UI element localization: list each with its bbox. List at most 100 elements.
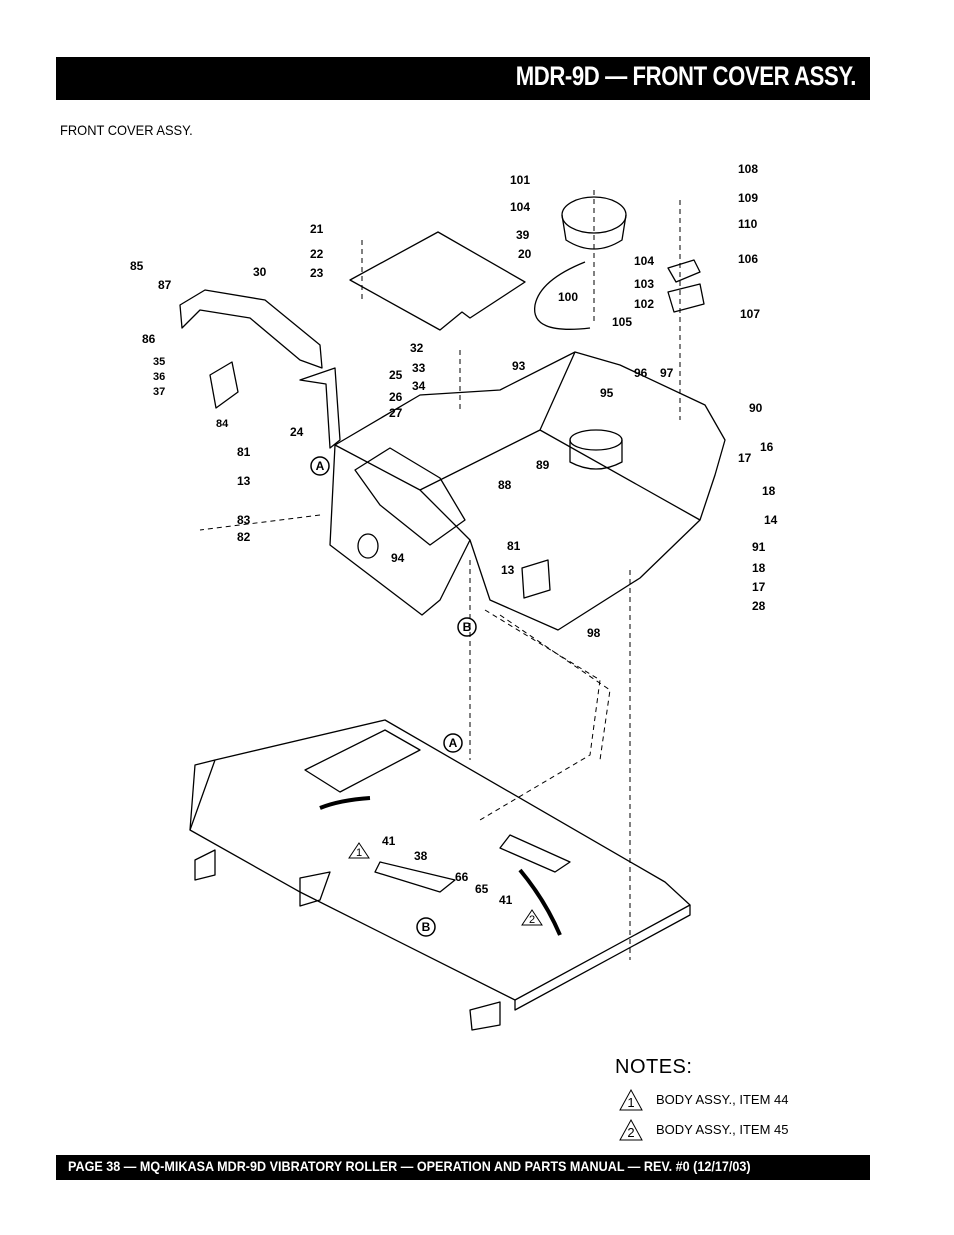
callout-label: 18 xyxy=(752,561,766,575)
callout-label: 24 xyxy=(290,425,304,439)
stay xyxy=(299,367,341,449)
filler-neck-top xyxy=(569,429,623,451)
callout-label: 18 xyxy=(762,484,776,498)
notes-title: NOTES: xyxy=(615,1056,693,1078)
callout-label: 101 xyxy=(510,173,530,187)
wire xyxy=(534,261,591,330)
ref-marker-a-bottom: A xyxy=(443,733,463,753)
callout-label: 97 xyxy=(660,366,674,380)
callout-label: 34 xyxy=(412,379,426,393)
callout-label: 93 xyxy=(512,359,526,373)
callout-label: 95 xyxy=(600,386,614,400)
recess xyxy=(354,447,466,546)
note-text: BODY ASSY., ITEM 45 xyxy=(656,1122,789,1137)
callout-label: 86 xyxy=(142,332,156,346)
callout-label: 41 xyxy=(382,834,396,848)
footer-text: PAGE 38 — MQ-MIKASA MDR-9D VIBRATORY ROL… xyxy=(68,1158,751,1174)
base-side xyxy=(189,759,216,831)
filler-neck xyxy=(569,440,623,470)
callout-label: 27 xyxy=(389,406,403,420)
callout-label: 32 xyxy=(410,341,424,355)
svg-text:2: 2 xyxy=(627,1125,634,1140)
hose-1 xyxy=(319,796,371,810)
slot-1 xyxy=(374,861,456,893)
callout-label: 110 xyxy=(738,217,758,231)
clamp-upper xyxy=(667,259,701,283)
callout-label: 23 xyxy=(310,266,324,280)
base-front xyxy=(514,905,691,1011)
foot-front xyxy=(469,1001,501,1031)
header-bar: MDR-9D — FRONT COVER ASSY. xyxy=(56,57,870,100)
tab xyxy=(299,871,331,907)
svg-text:1: 1 xyxy=(356,847,362,859)
callout-label: 107 xyxy=(740,307,760,321)
callout-label: 66 xyxy=(455,870,469,884)
callout-label: 35 xyxy=(153,356,165,368)
callout-label: 98 xyxy=(587,626,601,640)
callout-label: 38 xyxy=(414,849,428,863)
callout-label: 25 xyxy=(389,368,403,382)
callout-label: 100 xyxy=(558,290,578,304)
note-marker-2: 2 xyxy=(521,909,543,926)
hood-edge xyxy=(334,444,471,541)
callout-label: 82 xyxy=(237,530,251,544)
svg-text:B: B xyxy=(463,620,472,634)
callout-label: 102 xyxy=(634,297,654,311)
callout-label: 16 xyxy=(760,440,774,454)
page-title: MDR-9D — FRONT COVER ASSY. xyxy=(515,61,857,91)
callout-label: 21 xyxy=(310,222,324,236)
hood-ridge-2 xyxy=(539,429,701,521)
callout-label: 104 xyxy=(510,200,530,214)
callout-label: 26 xyxy=(389,390,403,404)
base-frame xyxy=(189,719,691,1001)
callout-label: 106 xyxy=(738,252,758,266)
footer-bar: PAGE 38 — MQ-MIKASA MDR-9D VIBRATORY ROL… xyxy=(56,1155,870,1180)
svg-text:A: A xyxy=(316,459,325,473)
callout-label: 20 xyxy=(518,247,532,261)
callout-label: 30 xyxy=(253,265,267,279)
line-art xyxy=(179,190,726,1031)
callout-label: 65 xyxy=(475,882,489,896)
callout-label: 94 xyxy=(391,551,405,565)
hose-2 xyxy=(518,868,562,936)
callout-label: 28 xyxy=(752,599,766,613)
decal xyxy=(521,559,551,599)
ref-marker-b-top: B xyxy=(457,617,477,637)
callout-label: 108 xyxy=(738,162,758,176)
callout-label: 33 xyxy=(412,361,426,375)
callout-label: 109 xyxy=(738,191,758,205)
note-marker-1: 1 xyxy=(348,842,370,859)
callout-label: 88 xyxy=(498,478,512,492)
svg-text:B: B xyxy=(422,920,431,934)
callout-label: 91 xyxy=(752,540,766,554)
note-triangle-icon: 1 xyxy=(619,1088,643,1111)
callout-label: 103 xyxy=(634,277,654,291)
callout-label: 39 xyxy=(516,228,530,242)
ref-marker-a-top: A xyxy=(310,456,330,476)
callout-labels: 101 104 39 108 109 110 106 107 21 22 23 … xyxy=(130,162,778,907)
svg-text:A: A xyxy=(449,736,458,750)
hood-ridge xyxy=(419,351,576,491)
callout-label: 81 xyxy=(507,539,521,553)
svg-text:1: 1 xyxy=(627,1095,634,1110)
callout-label: 17 xyxy=(738,451,752,465)
base-plate xyxy=(304,729,421,793)
callout-label: 104 xyxy=(634,254,654,268)
callout-label: 14 xyxy=(764,513,778,527)
hole xyxy=(357,533,379,559)
ref-marker-b-bottom: B xyxy=(416,917,436,937)
svg-text:2: 2 xyxy=(529,914,535,926)
callout-label: 81 xyxy=(237,445,251,459)
note-triangle-icon: 2 xyxy=(619,1118,643,1141)
callout-label: 13 xyxy=(501,563,515,577)
callout-label: 90 xyxy=(749,401,763,415)
assembly-lines xyxy=(199,190,681,960)
callout-label: 85 xyxy=(130,259,144,273)
bracket xyxy=(179,289,323,369)
callout-label: 84 xyxy=(216,418,229,430)
callout-label: 37 xyxy=(153,386,165,398)
cover-plate xyxy=(349,231,526,331)
slot-2 xyxy=(499,834,571,873)
small-bracket xyxy=(209,361,239,409)
